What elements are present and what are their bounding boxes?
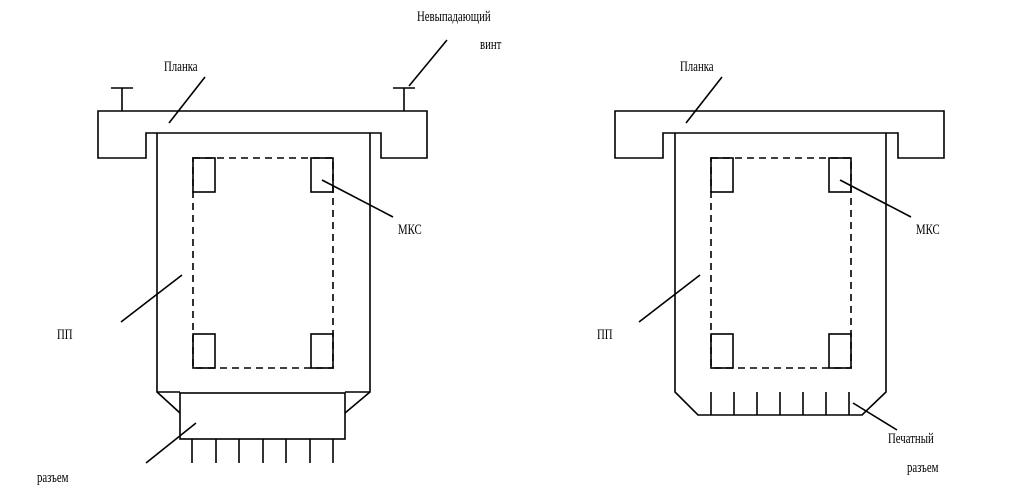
right-leader-bar [685,76,723,124]
right-leader-chip [839,179,912,218]
left-bar [97,110,428,159]
left-chip-top-right [310,157,334,193]
left-label-connector: разъем [37,468,68,485]
left-chip-top-left [192,157,216,193]
right-label-board: ПП [597,325,613,342]
left-leader-board [120,274,183,323]
left-dashed-area [192,157,334,369]
left-leader-screw [408,39,448,87]
left-leader-bar [168,76,206,124]
right-chip-bottom-left [710,333,734,369]
left-chip-bottom-left [192,333,216,369]
right-label-bar: Планка [680,57,714,74]
left-label-board: ПП [57,325,73,342]
left-board-right-edge [344,133,371,414]
right-label-chip: МКС [916,220,940,237]
right-leader-board [638,274,701,323]
right-label-connector-line1: Печатный [888,429,934,446]
right-label-connector-line2: разъем [907,458,938,475]
right-chip-top-right [828,157,852,193]
left-leader-chip [321,179,394,218]
left-assembly: Невыпадающий винт Планка МКС ПП разъем [37,7,502,485]
right-dashed-area [710,157,852,369]
left-chip-bottom-right [310,333,334,369]
left-label-screw-line2: винт [480,35,502,52]
right-edge-contacts [710,392,850,415]
right-board [674,133,887,416]
left-label-chip: МКС [398,220,422,237]
left-screw-right [393,87,415,111]
left-connector-body [179,392,346,440]
right-chip-bottom-right [828,333,852,369]
left-leader-connector [145,422,197,464]
right-bar [614,110,945,159]
left-board [156,133,181,414]
left-connector-pins [191,439,334,463]
right-leader-connector [852,402,898,431]
right-assembly: Планка МКС ПП Печатный разъем [597,57,945,475]
left-label-screw-line1: Невыпадающий [417,7,491,24]
right-chip-top-left [710,157,734,193]
left-screw-left [111,87,133,111]
left-label-bar: Планка [164,57,198,74]
